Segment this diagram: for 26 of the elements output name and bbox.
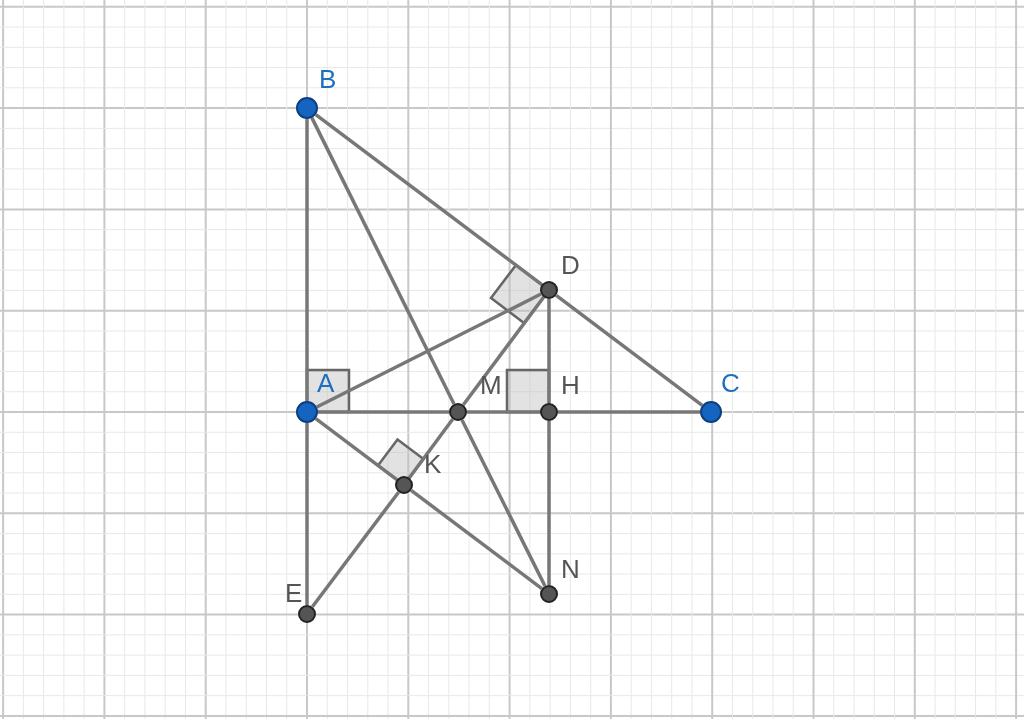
line-segment [555, 294, 704, 407]
line-segment [310, 117, 456, 405]
line-segment [460, 419, 547, 587]
line-segment [407, 418, 455, 479]
line-segment [316, 292, 542, 409]
line-segment [461, 296, 546, 406]
line-segment [314, 417, 398, 481]
line-segment [547, 299, 551, 403]
point-label: A [317, 370, 335, 396]
line-segment [314, 113, 543, 286]
line-segment [305, 423, 309, 605]
point-label: C [721, 370, 740, 396]
line-segment [467, 410, 540, 414]
line-segment [318, 410, 449, 414]
line-segment [558, 410, 700, 414]
line-segment [547, 421, 551, 585]
point-label: E [285, 580, 303, 606]
line-segment [410, 489, 543, 590]
point-label: D [561, 252, 580, 278]
line-segment [305, 119, 309, 401]
point-label: B [319, 66, 337, 92]
line-segment [311, 491, 400, 608]
point-label: M [480, 372, 502, 398]
point-label: N [561, 556, 580, 582]
point-label: K [424, 451, 442, 477]
point-label: H [561, 372, 580, 398]
